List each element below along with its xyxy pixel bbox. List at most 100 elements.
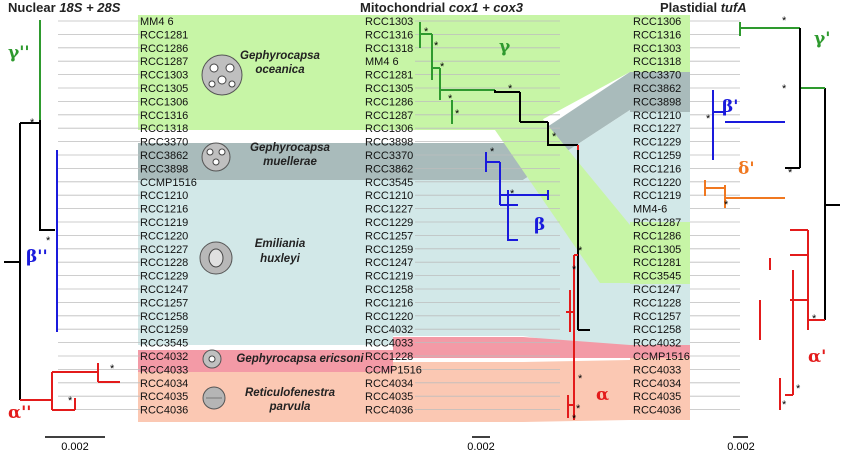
band-ericsonii-plastid bbox=[630, 345, 690, 358]
band-ericsonii-left bbox=[138, 350, 393, 372]
leaf-label: RCC1306 bbox=[633, 16, 681, 28]
leaf-label: RCC1247 bbox=[140, 284, 188, 296]
svg-text:Mitochondrial cox1 + cox3: Mitochondrial cox1 + cox3 bbox=[360, 0, 524, 15]
clade-alpha-label: α bbox=[596, 385, 609, 405]
nuclear-leaf-list: MM4 6RCC1281RCC1286RCC1287RCC1303RCC1305… bbox=[58, 16, 197, 417]
nuclear-gamma-branch bbox=[20, 20, 41, 124]
species-huxleyi-genus: Emiliania bbox=[255, 238, 306, 250]
leaf-label: CCMP1516 bbox=[633, 351, 690, 363]
leaf-label: RCC1281 bbox=[365, 70, 413, 82]
svg-text:Nuclear 18S + 28S: Nuclear 18S + 28S bbox=[8, 0, 121, 15]
species-oceanica-genus: Gephyrocapsa bbox=[240, 50, 320, 62]
leaf-label: RCC1286 bbox=[633, 230, 681, 242]
leaf-label: RCC1259 bbox=[140, 324, 188, 336]
leaf-label: RCC1286 bbox=[365, 96, 413, 108]
leaf-label: RCC1210 bbox=[140, 190, 188, 202]
connector-parvula bbox=[523, 360, 630, 422]
leaf-label: RCC1281 bbox=[633, 257, 681, 269]
support-star: * bbox=[448, 93, 453, 105]
leaf-label: RCC1219 bbox=[365, 271, 413, 283]
leaf-label: RCC1305 bbox=[633, 244, 681, 256]
scale-plastid-label: 0.002 bbox=[727, 441, 755, 453]
support-star: * bbox=[46, 235, 51, 247]
scale-mito-label: 0.002 bbox=[467, 441, 495, 453]
leaf-label: RCC4033 bbox=[140, 364, 188, 376]
leaf-label: RCC1228 bbox=[365, 351, 413, 363]
leaf-label: MM4 6 bbox=[365, 56, 399, 68]
leaf-label: RCC1229 bbox=[365, 217, 413, 229]
mito-gamma-clade bbox=[419, 22, 495, 124]
leaf-label: MM4 6 bbox=[140, 16, 174, 28]
leaf-label: RCC4036 bbox=[365, 405, 413, 417]
clade-alpha1-label: α' bbox=[808, 347, 826, 367]
leaf-label: RCC1303 bbox=[633, 43, 681, 55]
leaf-label: RCC1305 bbox=[140, 83, 188, 95]
band-huxleyi-plastid bbox=[630, 112, 690, 222]
support-star: * bbox=[572, 413, 577, 425]
leaf-label: RCC1286 bbox=[140, 43, 188, 55]
leaf-label: RCC3370 bbox=[140, 137, 188, 149]
band-muellerae-mito bbox=[393, 143, 523, 180]
support-star: * bbox=[424, 26, 429, 38]
leaf-label: RCC1318 bbox=[365, 43, 413, 55]
leaf-label: RCC1216 bbox=[633, 163, 681, 175]
leaf-label: RCC1316 bbox=[140, 110, 188, 122]
scale-bar-mito: 0.002 bbox=[467, 436, 495, 453]
support-star: * bbox=[510, 188, 515, 200]
leaf-label: CCMP1516 bbox=[365, 364, 422, 376]
header-nuclear-genes: 18S + 28S bbox=[59, 0, 120, 15]
support-star: * bbox=[812, 313, 817, 325]
plastid-root bbox=[824, 88, 840, 320]
leaf-label: RCC3370 bbox=[633, 70, 681, 82]
leaf-label: RCC1281 bbox=[140, 29, 188, 41]
leaf-label: RCC3545 bbox=[365, 177, 413, 189]
clade-beta1-label: β' bbox=[722, 97, 739, 117]
coccolith-parvula-icon bbox=[202, 386, 226, 410]
leaf-label: RCC1318 bbox=[140, 123, 188, 135]
leaf-label: RCC4036 bbox=[633, 405, 681, 417]
support-star: * bbox=[576, 403, 581, 415]
plastid-leaf-list: RCC1306RCC1316RCC1303RCC1318RCC3370RCC38… bbox=[633, 16, 740, 417]
band-muellerae-left bbox=[138, 143, 393, 180]
leaf-label: RCC4035 bbox=[140, 391, 188, 403]
leaf-label: RCC1259 bbox=[633, 150, 681, 162]
plastid-delta-clade bbox=[704, 180, 785, 208]
leaf-label: RCC1287 bbox=[140, 56, 188, 68]
scale-bar-nuclear: 0.002 bbox=[45, 436, 105, 453]
nuclear-beta-branch bbox=[39, 123, 55, 231]
band-oceanica-plastid bbox=[630, 15, 690, 72]
support-stars: * * * * * * * * * * * * * * * * * * * * … bbox=[30, 15, 817, 425]
leaf-label: RCC1316 bbox=[365, 29, 413, 41]
plastid-gamma-clade bbox=[739, 22, 825, 168]
leaf-label: RCC1257 bbox=[365, 230, 413, 242]
header-nuclear: Nuclear bbox=[8, 0, 59, 15]
leaf-label: RCC1303 bbox=[365, 16, 413, 28]
leaf-label: RCC4034 bbox=[140, 378, 188, 390]
plastid-tree bbox=[704, 22, 840, 410]
leaf-label: RCC3862 bbox=[365, 163, 413, 175]
support-star: * bbox=[490, 146, 495, 158]
leaf-label: RCC4034 bbox=[633, 378, 681, 390]
support-star: * bbox=[30, 117, 35, 129]
species-muellerae-genus: Gephyrocapsa bbox=[250, 142, 330, 154]
support-star: * bbox=[706, 113, 711, 125]
clade-gamma1-label: γ' bbox=[814, 29, 830, 49]
leaf-label: RCC1306 bbox=[140, 96, 188, 108]
support-star: * bbox=[508, 83, 513, 95]
support-star: * bbox=[724, 199, 729, 211]
species-parvula-genus: Reticulofenestra bbox=[245, 387, 336, 399]
leaf-label: RCC1258 bbox=[140, 311, 188, 323]
scale-nuclear-label: 0.002 bbox=[61, 441, 89, 453]
plastid-alpha-clade bbox=[759, 229, 825, 410]
species-oceanica-epithet: oceanica bbox=[255, 64, 305, 76]
support-star: * bbox=[796, 383, 801, 395]
leaf-label: RCC1219 bbox=[140, 217, 188, 229]
leaf-label: CCMP1516 bbox=[140, 177, 197, 189]
support-star: * bbox=[782, 399, 787, 411]
support-star: * bbox=[110, 363, 115, 375]
band-huxleyi-left bbox=[138, 180, 393, 345]
plastid-gamma-black bbox=[785, 28, 801, 169]
leaf-label: RCC1219 bbox=[633, 190, 681, 202]
